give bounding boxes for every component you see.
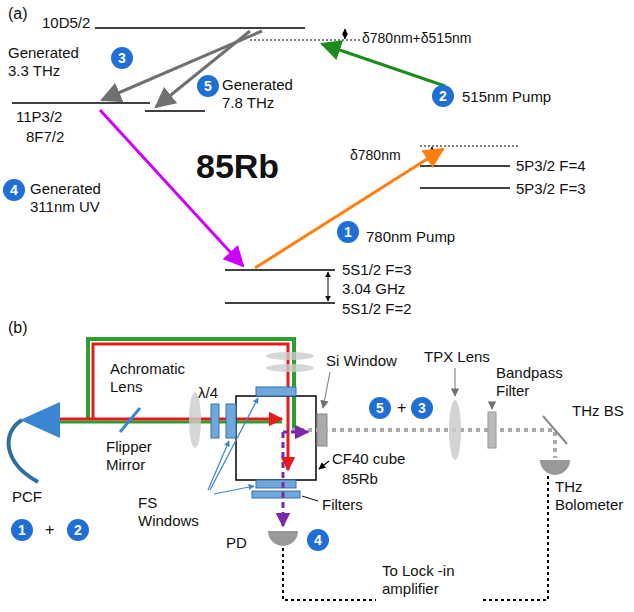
- callout-circle: 2: [432, 85, 454, 107]
- level-label: 11P3/2: [16, 108, 62, 126]
- callout-number: 1: [344, 225, 352, 239]
- level-label: 5S1/2 F=3: [342, 261, 412, 279]
- callout-number: 4: [10, 183, 18, 197]
- transition-label: Generated 311nm UV: [30, 180, 135, 216]
- callout-circle: 3: [111, 47, 133, 69]
- detuning-label: δ780nm+δ515nm: [362, 30, 471, 47]
- part-label: TPX Lens: [424, 348, 490, 366]
- callout-number: 2: [439, 89, 447, 103]
- part-label: FS Windows: [138, 494, 208, 530]
- splitting-label: 3.04 GHz: [342, 280, 405, 298]
- callout-number: 5: [204, 79, 212, 93]
- level-label: 10D5/2: [42, 14, 90, 32]
- panel-label: (b): [8, 318, 28, 337]
- part-label: PD: [226, 534, 247, 552]
- signal-label: To Lock -in amplifier: [382, 562, 478, 598]
- callout-circle: 3: [411, 397, 433, 419]
- detuning-label: δ780nm: [350, 147, 401, 164]
- part-label: Filters: [322, 496, 363, 514]
- callout-number: 3: [418, 401, 426, 415]
- part-label: PCF: [12, 488, 42, 506]
- transition-label: Generated 7.8 THz: [222, 76, 312, 112]
- callout-number: 1: [18, 523, 26, 537]
- part-label: Achromatic Lens: [110, 360, 200, 396]
- part-label: Flipper Mirror: [106, 438, 168, 474]
- part-label: THz Bolometer: [555, 478, 629, 514]
- plus-sign: +: [45, 520, 54, 539]
- panel-label: (a): [8, 4, 28, 23]
- callout-number: 5: [376, 401, 384, 415]
- level-label: 5S1/2 F=2: [342, 300, 412, 318]
- callout-circle: 5: [369, 397, 391, 419]
- callout-circle: 4: [307, 529, 329, 551]
- level-label: 5P3/2 F=4: [516, 157, 586, 175]
- callout-circle: 2: [67, 519, 89, 541]
- callout-circle: 1: [337, 221, 359, 243]
- callout-circle: 5: [197, 75, 219, 97]
- part-label: λ/4: [198, 384, 218, 402]
- atom-label: 85Rb: [196, 146, 279, 187]
- callout-number: 2: [74, 523, 82, 537]
- callout-number: 3: [118, 51, 126, 65]
- callout-circle: 1: [11, 519, 33, 541]
- transition-label: Generated 3.3 THz: [8, 44, 90, 80]
- level-label: 5P3/2 F=3: [516, 180, 586, 198]
- part-label: THz BS: [572, 402, 624, 420]
- level-label: 8F7/2: [26, 128, 64, 146]
- part-label: 85Rb: [342, 470, 378, 488]
- part-label: Bandpass Filter: [496, 364, 576, 400]
- callout-circle: 4: [3, 179, 25, 201]
- callout-number: 4: [314, 533, 322, 547]
- pump-label: 515nm Pump: [462, 88, 551, 106]
- plus-sign: +: [397, 398, 406, 417]
- part-label: Si Window: [326, 352, 397, 370]
- part-label: CF40 cube: [332, 450, 405, 468]
- pump-label: 780nm Pump: [366, 228, 455, 246]
